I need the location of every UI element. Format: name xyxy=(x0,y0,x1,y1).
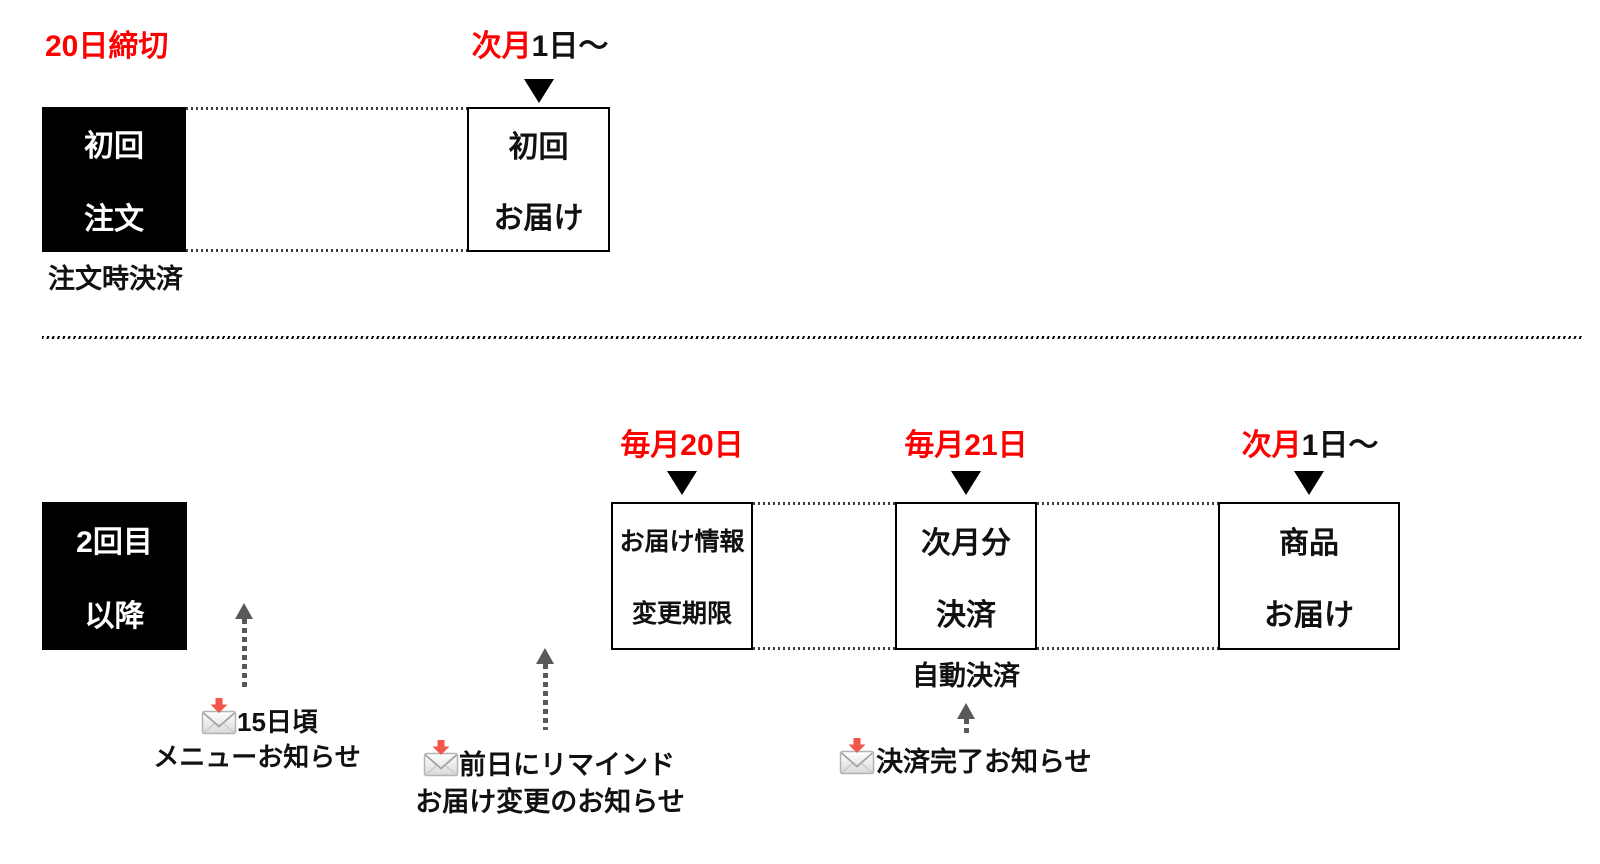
change-deadline-box: お届け情報 変更期限 xyxy=(611,502,753,650)
dotted-up-arrow xyxy=(235,603,253,690)
product-delivery-box-line2: お届け xyxy=(1264,599,1354,632)
product-delivery-box: 商品 お届け xyxy=(1218,502,1400,650)
next-month-payment-box-line1: 次月分 xyxy=(921,527,1011,560)
incoming-mail-icon xyxy=(201,698,237,735)
first-delivery-date-black-part: 1日～ xyxy=(531,30,609,63)
up-arrowhead-icon xyxy=(957,703,975,719)
notification-1-subtitle: メニューお知らせ xyxy=(153,742,361,772)
incoming-mail-icon xyxy=(839,738,875,775)
auto-payment-note: 自動決済 xyxy=(912,661,1020,691)
down-triangle-icon xyxy=(951,471,981,495)
recurring-hatch-top-1 xyxy=(753,502,895,505)
milestone-2-date-label: 毎月21日 xyxy=(904,429,1028,462)
notification-1-title: 15日頃 xyxy=(237,707,318,737)
milestone-3-date-red-part: 次月 xyxy=(1241,429,1302,462)
milestone-3-date-label: 次月1日～ xyxy=(1200,429,1420,462)
first-timeline-hatch-top xyxy=(186,107,468,110)
milestone-1-date-label: 毎月20日 xyxy=(620,429,744,462)
milestone-3-date-black-part: 1日～ xyxy=(1301,429,1379,462)
first-delivery-date-red-part: 次月 xyxy=(471,30,532,63)
recurring-section-box-line1: 2回目 xyxy=(76,526,153,559)
dotted-up-arrow xyxy=(957,703,975,734)
recurring-section-box-line2: 以降 xyxy=(84,600,145,633)
first-order-box-line2: 注文 xyxy=(84,202,144,236)
first-delivery-box: 初回 お届け xyxy=(467,107,610,252)
notification-2-subtitle: お届け変更のお知らせ xyxy=(415,787,685,817)
up-arrow-tail xyxy=(963,719,969,734)
recurring-hatch-bottom-1 xyxy=(753,647,895,650)
first-delivery-box-line1: 初回 xyxy=(508,131,569,165)
incoming-mail-icon xyxy=(423,740,459,777)
recurring-hatch-bottom-2 xyxy=(1037,647,1218,650)
section-divider xyxy=(42,336,1583,339)
up-arrowhead-icon xyxy=(536,648,554,664)
down-triangle-icon xyxy=(667,471,697,495)
next-month-payment-box: 次月分 決済 xyxy=(895,502,1037,650)
change-deadline-box-line2: 変更期限 xyxy=(631,600,732,628)
up-arrow-tail xyxy=(241,619,247,690)
notification-3-title: 決済完了お知らせ xyxy=(876,747,1092,777)
recurring-section-box: 2回目 以降 xyxy=(42,502,187,650)
first-timeline-hatch-bottom xyxy=(186,249,468,252)
up-arrowhead-icon xyxy=(235,603,253,619)
down-triangle-icon xyxy=(524,79,554,103)
dotted-up-arrow xyxy=(536,648,554,730)
first-delivery-box-line2: お届け xyxy=(493,201,584,235)
down-triangle-icon xyxy=(1294,471,1324,495)
notification-2-title: 前日にリマインド xyxy=(459,750,675,780)
change-deadline-box-line1: お届け情報 xyxy=(619,528,745,556)
order-payment-note: 注文時決済 xyxy=(48,264,183,294)
first-order-box-line1: 初回 xyxy=(84,130,144,164)
up-arrow-tail xyxy=(542,664,548,730)
recurring-hatch-top-2 xyxy=(1037,502,1218,505)
product-delivery-box-line1: 商品 xyxy=(1279,527,1339,560)
first-order-deadline-label: 20日締切 xyxy=(45,30,169,63)
next-month-payment-box-line2: 決済 xyxy=(936,599,996,632)
first-order-box: 初回 注文 xyxy=(42,107,186,252)
first-delivery-date-label: 次月1日～ xyxy=(458,30,622,63)
